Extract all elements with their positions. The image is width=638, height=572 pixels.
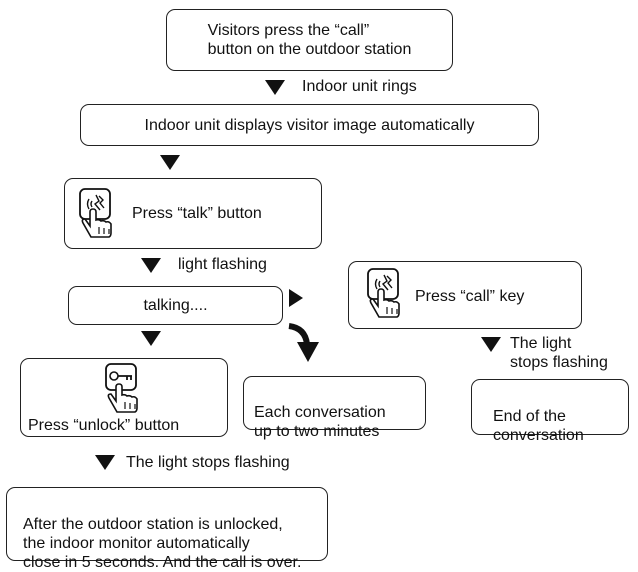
arrow-down-1: [265, 80, 285, 95]
arrow-down-2: [160, 155, 180, 170]
arrow-down-5: [95, 455, 115, 470]
label-indoor-rings: Indoor unit rings: [302, 78, 417, 95]
hand-press-unlock-key-icon: [105, 363, 138, 413]
step-final-note: After the outdoor station is unlocked, t…: [6, 487, 328, 571]
arrow-right: [289, 289, 303, 307]
step-press-unlock-text: Press “unlock” button: [28, 417, 180, 434]
arrow-down-right: [481, 337, 501, 352]
step-visitor-press-call: Visitors press the “call” button on the …: [166, 9, 453, 71]
step-end-conversation-text: End of the conversation: [493, 408, 584, 444]
step-press-unlock: Press “unlock” button: [20, 358, 228, 437]
step-press-talk-text: Press “talk” button: [132, 205, 262, 222]
step-visitor-press-call-text: Visitors press the “call” button on the …: [207, 22, 412, 58]
arrow-down-3: [141, 258, 161, 273]
label-light-flashing: light flashing: [178, 256, 267, 273]
step-end-conversation: End of the conversation: [471, 379, 629, 444]
step-press-call-key-text: Press “call” key: [415, 288, 525, 305]
step-press-call-key: Press “call” key: [348, 261, 582, 329]
hand-press-talk-icon: [79, 188, 112, 238]
step-conversation-limit-text: Each conversation up to two minutes: [254, 404, 386, 440]
curved-arrow-icon: [288, 323, 319, 362]
step-display-image: Indoor unit displays visitor image autom…: [80, 104, 539, 146]
step-press-talk: Press “talk” button: [64, 178, 322, 249]
step-conversation-limit: Each conversation up to two minutes: [243, 376, 426, 440]
label-light-stops-right: The light stops flashing: [510, 335, 608, 371]
label-light-stops-bottom: The light stops flashing: [126, 454, 290, 471]
step-display-image-text: Indoor unit displays visitor image autom…: [144, 116, 475, 134]
step-talking-text: talking....: [143, 297, 208, 314]
arrow-down-4: [141, 331, 161, 346]
hand-press-call-icon: [367, 268, 400, 318]
step-talking: talking....: [68, 286, 283, 325]
step-final-note-text: After the outdoor station is unlocked, t…: [23, 516, 302, 571]
